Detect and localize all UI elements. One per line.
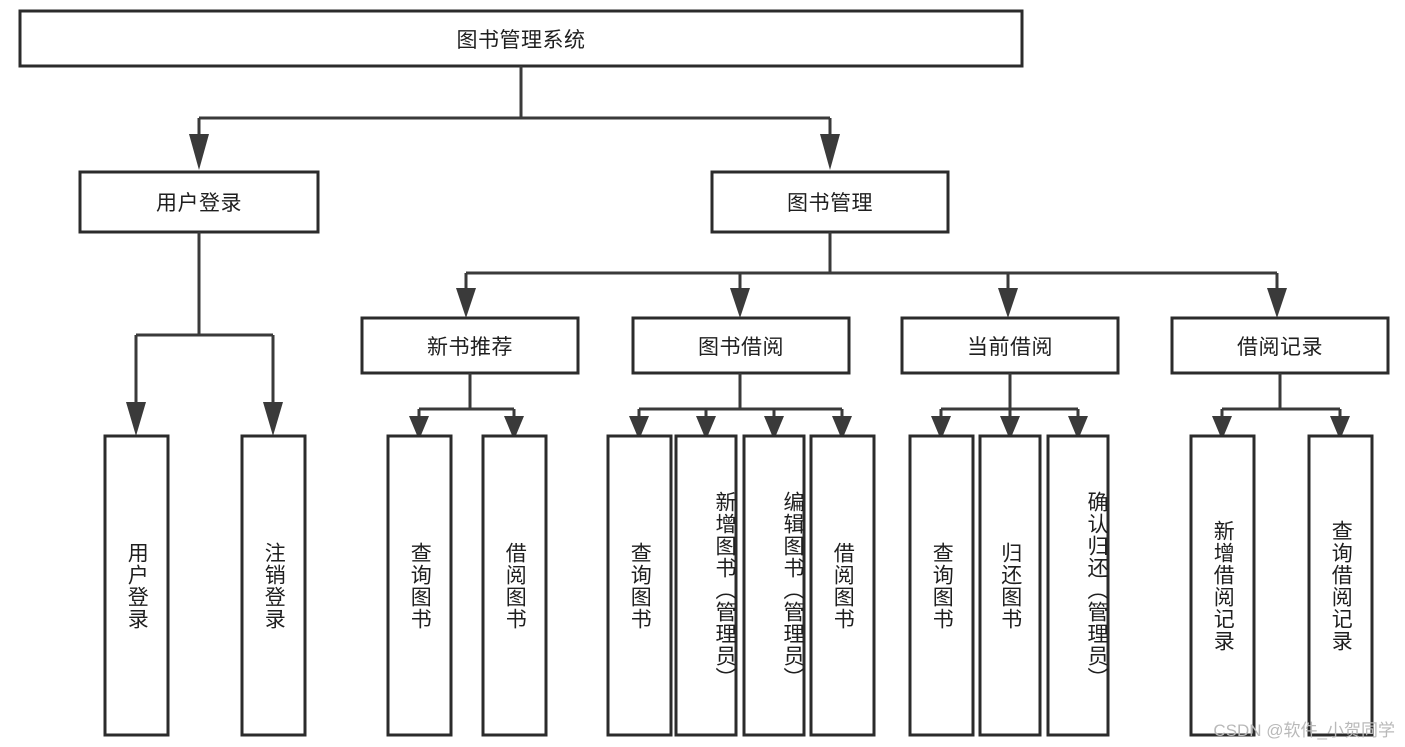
leaf-box-book-borrow-4[interactable] <box>809 434 876 737</box>
arrow-level3-4 <box>1267 288 1287 318</box>
node-book-manage-box[interactable] <box>710 170 950 234</box>
arrow-borrowrecord-leaf-1 <box>1212 416 1232 440</box>
arrow-bookborrow-leaf-1 <box>629 416 649 440</box>
node-current-borrow-box[interactable] <box>900 316 1120 375</box>
arrow-newbook-leaf-1 <box>409 416 429 440</box>
node-user-login-box[interactable] <box>78 170 320 234</box>
leaf-box-user-login-1[interactable] <box>103 434 170 737</box>
arrow-bookborrow-leaf-4 <box>832 416 852 440</box>
arrow-level2-left <box>189 134 209 170</box>
node-root-box[interactable] <box>18 9 1024 68</box>
node-book-borrow-box[interactable] <box>631 316 851 375</box>
leaf-box-new-book-1[interactable] <box>386 434 453 737</box>
arrow-currentborrow-leaf-2 <box>1000 416 1020 440</box>
arrow-level3-3 <box>998 288 1018 318</box>
arrow-currentborrow-leaf-3 <box>1068 416 1088 440</box>
leaf-box-current-borrow-3[interactable] <box>1046 434 1110 737</box>
arrow-bookborrow-leaf-2 <box>696 416 716 440</box>
node-new-book-box[interactable] <box>360 316 580 375</box>
leaf-box-book-borrow-3[interactable] <box>742 434 806 737</box>
leaf-box-current-borrow-2[interactable] <box>978 434 1042 737</box>
leaf-box-new-book-2[interactable] <box>481 434 548 737</box>
arrow-userlogin-leaf-1 <box>126 402 146 436</box>
arrow-userlogin-leaf-2 <box>263 402 283 436</box>
arrow-level3-1 <box>456 288 476 318</box>
arrow-newbook-leaf-2 <box>504 416 524 440</box>
arrow-bookborrow-leaf-3 <box>764 416 784 440</box>
node-borrow-record-box[interactable] <box>1170 316 1390 375</box>
arrow-currentborrow-leaf-1 <box>931 416 951 440</box>
arrow-level2-right <box>820 134 840 170</box>
arrow-borrowrecord-leaf-2 <box>1330 416 1350 440</box>
arrow-level3-2 <box>730 288 750 318</box>
leaf-box-borrow-record-2[interactable] <box>1307 434 1374 737</box>
leaf-box-user-login-2[interactable] <box>240 434 307 737</box>
leaf-box-book-borrow-2[interactable] <box>674 434 738 737</box>
leaf-box-book-borrow-1[interactable] <box>606 434 673 737</box>
leaf-box-current-borrow-1[interactable] <box>908 434 975 737</box>
leaf-box-borrow-record-1[interactable] <box>1189 434 1256 737</box>
